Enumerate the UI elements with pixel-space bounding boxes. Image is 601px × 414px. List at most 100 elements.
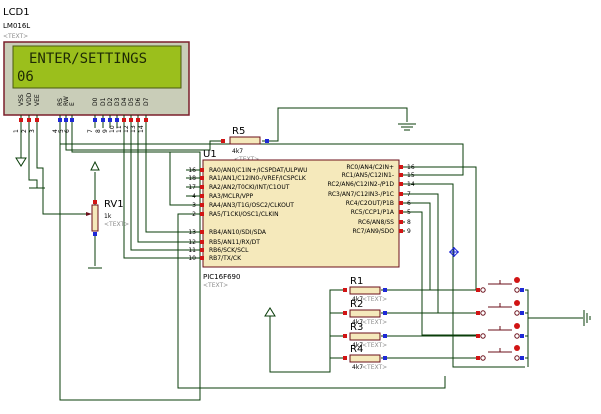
- mcu-right-pin-label: RC2/AN6/C12IN2-/P1D: [328, 181, 395, 188]
- lcd-pin-number: 4: [52, 129, 59, 133]
- lcd-pin-number: 2: [21, 129, 28, 133]
- lcd-pin-name-d6: D6: [135, 97, 142, 106]
- lcd-pin-marker: [108, 118, 112, 122]
- lcd-pin-marker: [129, 118, 133, 122]
- mcu-body: [202, 159, 400, 268]
- mcu-right-pin-marker: [399, 220, 403, 224]
- wire-sw-bus: [525, 289, 529, 367]
- resistor-value-label: 4k7: [352, 296, 363, 303]
- mcu-right-pin-marker: [399, 201, 403, 205]
- lcd-screen: [12, 45, 182, 89]
- switch-pin-right: [520, 356, 524, 360]
- lcd-pin-name-vee: VEE: [34, 94, 41, 106]
- lcd-line-2: 06: [17, 69, 34, 85]
- mcu-right-pin-number: 14: [407, 181, 415, 188]
- lcd-pin-marker: [101, 118, 105, 122]
- wire-vdd: [28, 128, 38, 188]
- resistor-pin-right: [383, 356, 387, 360]
- mcu-left-pin-number: 10: [188, 255, 196, 262]
- switch-contact-right: [514, 310, 520, 316]
- mcu-right-pin-number: 8: [407, 219, 411, 226]
- mcu-left-pin-marker: [200, 194, 204, 198]
- ground-symbol-switches: [583, 310, 591, 326]
- rv1-body: [91, 204, 99, 232]
- lcd-pin-name-vss: VSS: [18, 94, 25, 106]
- lcd-pin-name-d4: D4: [121, 97, 128, 106]
- lcd-pin-marker: [122, 118, 126, 122]
- lcd-pin-marker: [58, 118, 62, 122]
- mcu-right-pin-label: RC1/AN5/C12IN1-: [342, 172, 394, 179]
- wire-res-bus: [269, 289, 345, 373]
- wire-d5: [130, 128, 186, 251]
- mcu-left-pin-marker: [200, 230, 204, 234]
- lcd-module[interactable]: LCD1 LM016L <TEXT> ENTER/SETTINGS 06 VSS…: [3, 7, 190, 133]
- lcd-pin-number: 3: [29, 129, 36, 133]
- mcu-text-tag: <TEXT>: [203, 282, 228, 289]
- mcu-left-pin-marker: [200, 203, 204, 207]
- rv1-pin-top: [93, 200, 97, 204]
- mcu-left-pin-label: RA1/AN1/C12IN0-/VREF/ICSPCLK: [209, 175, 307, 182]
- mcu-left-pin-number: 3: [192, 202, 196, 209]
- wire-d7: [145, 128, 186, 233]
- resistor-value-label: 4k7: [352, 319, 363, 326]
- rv1-text-tag: <TEXT>: [104, 221, 129, 228]
- resistor-bank: R14k7<TEXT>R24k7<TEXT>R34k7<TEXT>R44k7<T…: [343, 276, 387, 371]
- lcd-pin-name-d2: D2: [107, 97, 114, 106]
- junction-marker: [449, 247, 459, 257]
- wire-rc1: [405, 166, 477, 290]
- wire-rc4: [405, 202, 431, 290]
- mcu-right-pin-number: 6: [407, 200, 411, 207]
- push-button-3[interactable]: [476, 323, 524, 339]
- lcd-pin-marker: [136, 118, 140, 122]
- potentiometer-rv1[interactable]: RV1 1k <TEXT>: [86, 199, 129, 236]
- mcu-right-pin-number: 16: [407, 164, 415, 171]
- mcu-right-pins: 16RC0/AN4/C2IN+15RC1/AN5/C12IN1-14RC2/AN…: [328, 164, 415, 235]
- wire-d6: [137, 128, 186, 243]
- lcd-pin-name-d1: D1: [100, 97, 107, 106]
- lcd-pin-name-rw: RW: [63, 96, 70, 106]
- lcd-pin-name-d7: D7: [143, 97, 150, 106]
- mcu-right-pin-label: RC6/AN8/SS: [358, 219, 394, 226]
- push-button-1[interactable]: [476, 277, 524, 293]
- resistor-body: [349, 309, 381, 318]
- mcu-left-pin-number: 16: [188, 167, 196, 174]
- mcu-right-pin-label: RC4/C2OUT/P1B: [346, 200, 394, 207]
- switch-pin-left: [476, 311, 480, 315]
- mcu-left-pin-number: 13: [188, 229, 196, 236]
- push-button-4[interactable]: [476, 345, 524, 361]
- lcd-pin-marker: [35, 118, 39, 122]
- switch-contact-right: [514, 333, 520, 339]
- mcu-left-pin-number: 17: [188, 184, 196, 191]
- lcd-pin-number: 6: [64, 129, 71, 133]
- resistor-pin-right: [383, 288, 387, 292]
- mcu-left-pin-label: RA3/MCLR/VPP: [209, 193, 253, 200]
- mcu-left-pin-number: 18: [188, 175, 196, 182]
- resistor-pin-left: [343, 356, 347, 360]
- mcu-ref-label: U1: [203, 149, 217, 160]
- wire-vee-rv1: [36, 128, 88, 215]
- switch-contact-left: [480, 355, 486, 361]
- lcd-pin-name-d0: D0: [92, 97, 99, 106]
- push-button-2[interactable]: [476, 300, 524, 316]
- power-arrow-resistors: [264, 307, 276, 317]
- r5-body: [229, 136, 261, 145]
- mcu-left-pin-number: 2: [192, 211, 196, 218]
- lcd-pin-name-d5: D5: [128, 97, 135, 106]
- resistor-text-tag: <TEXT>: [362, 342, 387, 349]
- mcu-right-pin-label: RC5/CCP1/P1A: [351, 209, 395, 216]
- lcd-pin-name-vdd: VDD: [26, 92, 33, 106]
- mcu-left-pin-marker: [200, 248, 204, 252]
- switch-contact-left: [480, 310, 486, 316]
- lcd-pin-name-d3: D3: [114, 97, 121, 106]
- mcu-left-pin-number: 12: [188, 239, 196, 246]
- mcu-left-pin-marker: [200, 240, 204, 244]
- lcd-pin-marker: [93, 118, 97, 122]
- lcd-pin-marker: [70, 118, 74, 122]
